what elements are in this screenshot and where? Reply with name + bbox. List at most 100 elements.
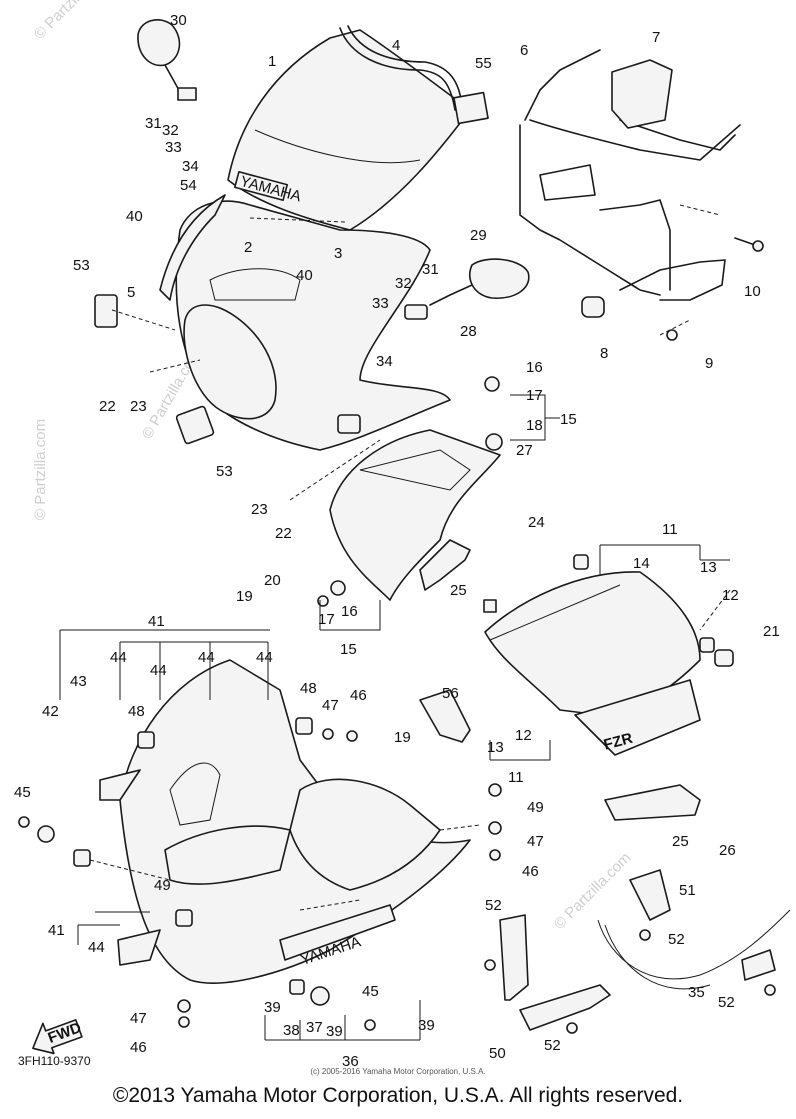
callout-40b: 40 — [296, 267, 313, 284]
callout-34b: 34 — [376, 353, 393, 370]
drawing-code: 3FH110-9370 — [18, 1054, 91, 1068]
watermark-corner: © Partzilla.com — [31, 0, 114, 43]
copyright-notice: ©2013 Yamaha Motor Corporation, U.S.A. A… — [112, 1084, 684, 1107]
callout-47c: 47 — [130, 1010, 147, 1027]
callout-54: 54 — [180, 177, 197, 194]
callout-49a: 49 — [527, 799, 544, 816]
callout-39c: 39 — [418, 1017, 435, 1034]
callout-52c: 52 — [718, 994, 735, 1011]
callout-33a: 33 — [165, 139, 182, 156]
callout-56: 56 — [442, 685, 459, 702]
callout-38: 38 — [283, 1022, 300, 1039]
callout-45a: 45 — [14, 784, 31, 801]
callout-29: 29 — [470, 227, 487, 244]
callout-21: 21 — [763, 623, 780, 640]
fwd-arrow: FWD — [32, 1019, 84, 1055]
callout-13a: 13 — [700, 559, 717, 576]
callout-53b: 53 — [216, 463, 233, 480]
callout-5: 5 — [127, 284, 135, 301]
leader-lines — [89, 204, 731, 911]
upper-fairing: YAMAHA — [94, 25, 489, 451]
callout-8: 8 — [600, 345, 608, 362]
inner-panel — [317, 376, 503, 607]
callout-17b: 17 — [318, 611, 335, 628]
callout-52a: 52 — [485, 897, 502, 914]
callout-48a: 48 — [128, 703, 145, 720]
callout-37: 37 — [306, 1019, 323, 1036]
callout-19b: 19 — [394, 729, 411, 746]
callout-18: 18 — [526, 417, 543, 434]
callout-44c: 44 — [198, 649, 215, 666]
callout-39b: 39 — [326, 1023, 343, 1040]
callout-44a: 44 — [110, 649, 127, 666]
callout-31a: 31 — [145, 115, 162, 132]
callout-15b: 15 — [340, 641, 357, 658]
callout-41a: 41 — [148, 613, 165, 630]
callout-16a: 16 — [526, 359, 543, 376]
callout-48b: 48 — [300, 680, 317, 697]
callout-17a: 17 — [526, 387, 543, 404]
callout-26: 26 — [719, 842, 736, 859]
callout-44b: 44 — [150, 662, 167, 679]
callout-20: 20 — [264, 572, 281, 589]
lower-fairing: YAMAHA — [18, 659, 502, 1031]
callout-3: 3 — [334, 245, 342, 262]
callout-2: 2 — [244, 239, 252, 256]
callout-6: 6 — [520, 42, 528, 59]
callout-53a: 53 — [73, 257, 90, 274]
callout-46b: 46 — [522, 863, 539, 880]
callout-13b: 13 — [487, 739, 504, 756]
callout-52b: 52 — [668, 931, 685, 948]
callout-11a: 11 — [662, 521, 678, 538]
callout-55: 55 — [475, 55, 492, 72]
mirrors — [137, 19, 530, 320]
callout-51: 51 — [679, 882, 696, 899]
callout-10: 10 — [744, 283, 761, 300]
callout-1: 1 — [268, 53, 276, 70]
lower-brackets — [484, 869, 791, 1034]
callout-50: 50 — [489, 1045, 506, 1062]
callout-32a: 32 — [162, 122, 179, 139]
callout-16b: 16 — [341, 603, 358, 620]
callout-22b: 22 — [275, 525, 292, 542]
callout-25b: 25 — [672, 833, 689, 850]
callout-47a: 47 — [322, 697, 339, 714]
callout-39a: 39 — [264, 999, 281, 1016]
callout-9: 9 — [705, 355, 713, 372]
callout-7: 7 — [652, 29, 660, 46]
callout-12a: 12 — [722, 587, 739, 604]
callout-42: 42 — [42, 703, 59, 720]
callout-44d: 44 — [256, 649, 273, 666]
callout-22a: 22 — [99, 398, 116, 415]
callout-35: 35 — [688, 984, 705, 1001]
grouping-brackets — [59, 394, 730, 1041]
callout-43: 43 — [70, 673, 87, 690]
callout-40a: 40 — [126, 208, 143, 225]
small-copyright: (c) 2005-2016 Yamaha Motor Corporation, … — [310, 1067, 486, 1076]
fairing-stay — [519, 49, 764, 341]
watermark-lower: © Partzilla.com — [551, 849, 634, 932]
callout-25a: 25 — [450, 582, 467, 599]
callout-31b: 31 — [422, 261, 439, 278]
callout-32b: 32 — [395, 275, 412, 292]
callout-46c: 46 — [130, 1039, 147, 1056]
callout-11b: 11 — [508, 769, 524, 786]
callout-49b: 49 — [154, 877, 171, 894]
callout-27: 27 — [516, 442, 533, 459]
callout-41b: 41 — [48, 922, 65, 939]
callout-19a: 19 — [236, 588, 253, 605]
side-cover: FZR — [419, 554, 734, 821]
watermark-side: © Partzilla.com — [32, 419, 49, 520]
callout-30: 30 — [170, 12, 187, 29]
callout-4: 4 — [392, 37, 400, 54]
callout-14: 14 — [633, 555, 650, 572]
callout-12b: 12 — [515, 727, 532, 744]
callout-23b: 23 — [251, 501, 268, 518]
callout-46a: 46 — [350, 687, 367, 704]
callout-15a: 15 — [560, 411, 577, 428]
callout-34a: 34 — [182, 158, 199, 175]
callout-23a: 23 — [130, 398, 147, 415]
callout-44e: 44 — [88, 939, 105, 956]
callout-24: 24 — [528, 514, 545, 531]
